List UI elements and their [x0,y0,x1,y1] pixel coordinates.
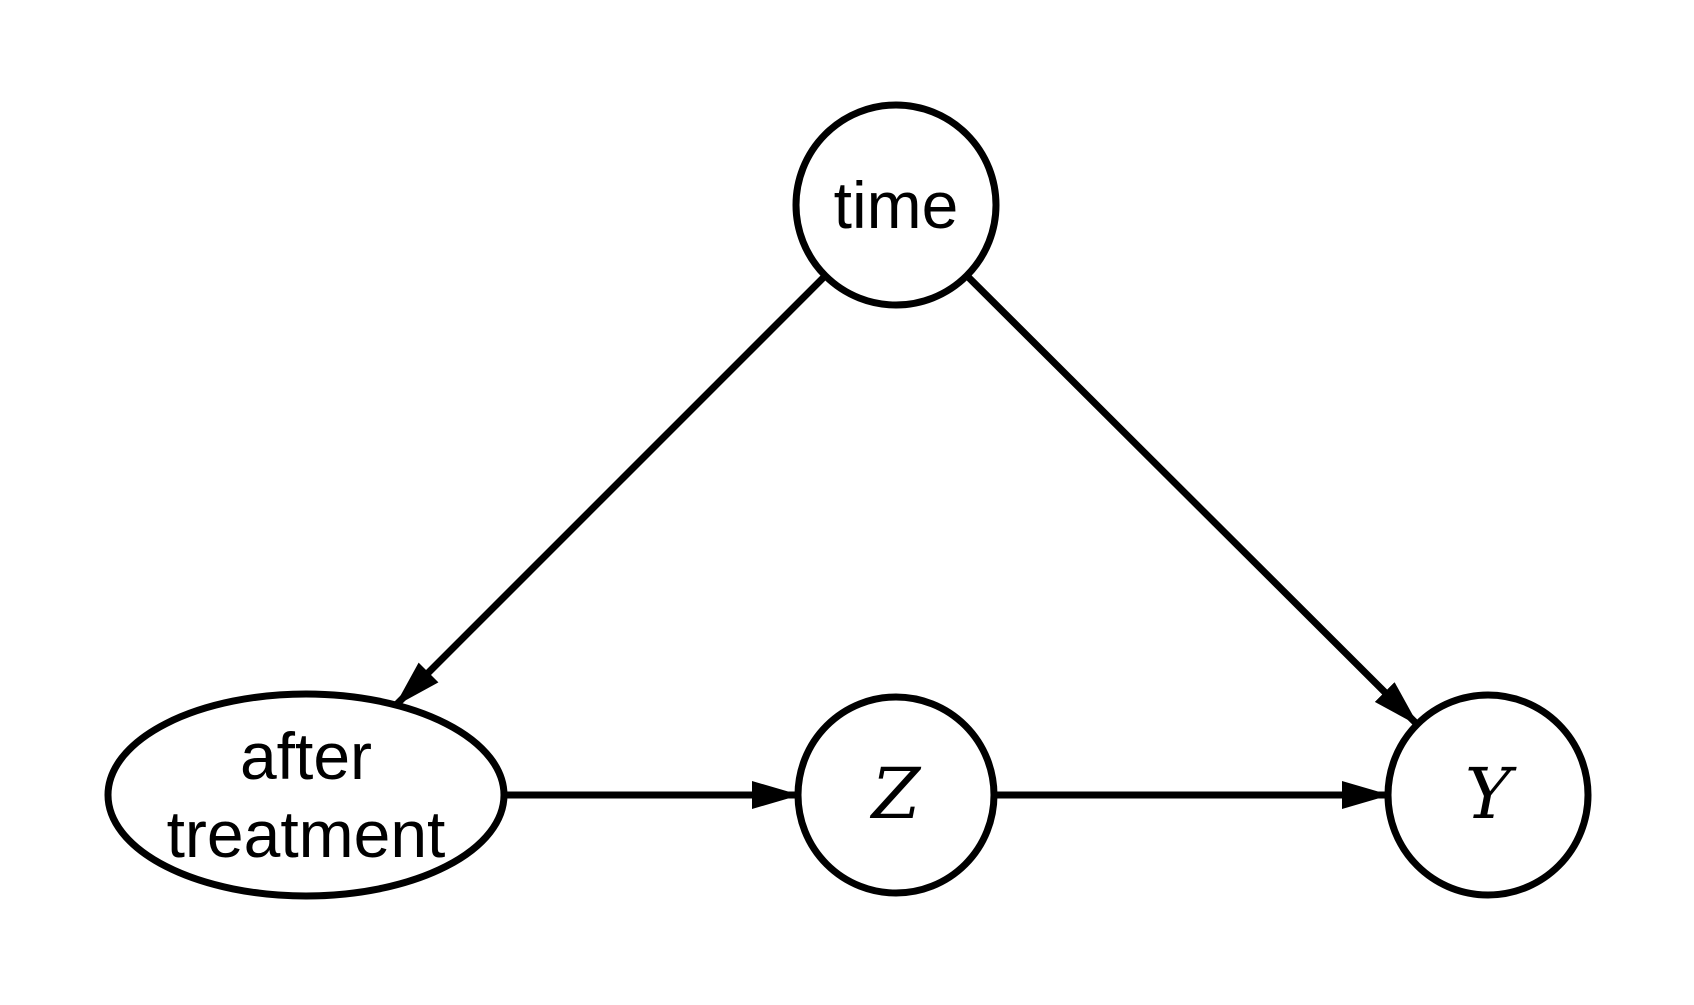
node-y: Y [1384,691,1592,899]
node-z-label-line: Z [870,753,922,835]
node-time-label: time [834,168,959,242]
node-time-label-line: time [834,168,959,242]
node-y-label: Y [1465,753,1517,835]
node-z-label: Z [870,753,922,835]
node-z: Z [794,693,998,897]
edge-time-to-after-treatment [393,273,828,708]
node-after-treatment-label-line: treatment [167,797,446,871]
node-after-treatment-label-line: after [240,719,372,793]
edge-time-to-y [964,273,1420,727]
node-y-label-line: Y [1465,753,1517,835]
node-time-shape [792,101,1000,309]
node-time: time [792,101,1000,309]
